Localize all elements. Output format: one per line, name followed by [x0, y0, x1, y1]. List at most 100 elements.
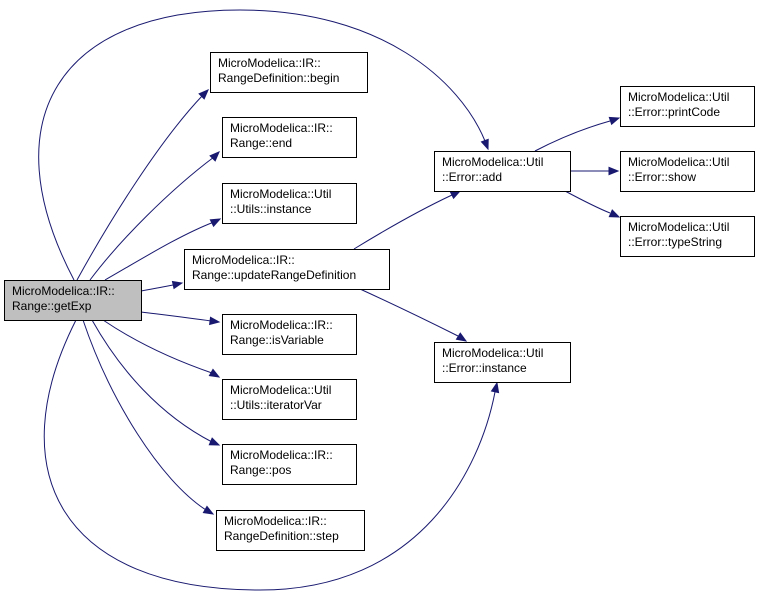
node-layer: MicroModelica::IR::Range::getExpMicroMod…	[4, 52, 755, 551]
edge-line	[76, 94, 204, 281]
edge-line	[43, 319, 496, 591]
node-box	[184, 249, 390, 290]
node-box	[222, 444, 357, 485]
node-end[interactable]: MicroModelica::IR::Range::end	[222, 117, 357, 158]
edge-line	[140, 284, 174, 292]
node-label-line: MicroModelica::Util	[230, 383, 331, 397]
arrowhead-icon	[608, 209, 621, 218]
edge-getExp-to-pos	[91, 319, 221, 446]
node-label-line: ::Error::add	[442, 170, 502, 184]
node-label-line: RangeDefinition::step	[224, 529, 339, 543]
node-pos[interactable]: MicroModelica::IR::Range::pos	[222, 444, 357, 485]
node-typeString[interactable]: MicroModelica::Util::Error::typeString	[620, 216, 755, 257]
node-label-line: MicroModelica::Util	[442, 346, 543, 360]
node-label-line: MicroModelica::IR::	[218, 56, 321, 70]
arrowhead-icon	[449, 190, 462, 200]
node-rdStep[interactable]: MicroModelica::IR::RangeDefinition::step	[216, 510, 365, 551]
edge-getExp-to-errorInstance	[43, 319, 500, 591]
arrowhead-icon	[208, 368, 221, 378]
node-box	[434, 151, 571, 192]
edge-line	[102, 319, 213, 374]
node-label-line: Range::pos	[230, 463, 291, 477]
node-errorInstance[interactable]: MicroModelica::Util::Error::instance	[434, 342, 571, 383]
edge-getExp-to-errorAdd	[38, 9, 489, 281]
node-label-line: ::Utils::instance	[230, 202, 312, 216]
arrowhead-icon	[209, 316, 221, 326]
node-label-line: ::Error::typeString	[628, 235, 722, 249]
node-label-line: ::Error::show	[628, 170, 696, 184]
edge-updateRangeDef-to-errorAdd	[353, 190, 462, 250]
edge-getExp-to-rdStep	[82, 319, 215, 515]
node-box	[620, 216, 755, 257]
node-box	[222, 379, 357, 420]
edge-getExp-to-end	[89, 151, 220, 281]
node-rdBegin[interactable]: MicroModelica::IR::RangeDefinition::begi…	[210, 52, 368, 93]
edge-line	[38, 9, 486, 281]
edge-line	[82, 319, 207, 511]
node-label-line: MicroModelica::Util	[628, 155, 729, 169]
node-box	[222, 183, 357, 224]
node-errorAdd[interactable]: MicroModelica::Util::Error::add	[434, 151, 571, 192]
edge-getExp-to-isVariable	[140, 311, 221, 326]
edge-line	[534, 120, 611, 152]
node-label-line: MicroModelica::IR::	[230, 121, 333, 135]
node-label-line: MicroModelica::IR::	[230, 318, 333, 332]
node-label-line: ::Error::instance	[442, 361, 527, 375]
node-iteratorVar[interactable]: MicroModelica::Util::Utils::iteratorVar	[222, 379, 357, 420]
node-label-line: MicroModelica::IR::	[230, 448, 333, 462]
arrowhead-icon	[490, 381, 500, 394]
node-label-line: MicroModelica::IR::	[12, 284, 115, 298]
edge-errorAdd-to-show	[569, 166, 620, 176]
node-utilsInstance[interactable]: MicroModelica::Util::Utils::instance	[222, 183, 357, 224]
node-label-line: MicroModelica::Util	[442, 155, 543, 169]
node-label-line: Range::end	[230, 136, 292, 150]
edge-line	[91, 319, 213, 443]
edge-getExp-to-updateRangeDef	[140, 280, 184, 292]
edge-line	[104, 221, 215, 281]
node-box	[620, 151, 755, 192]
node-label-line: MicroModelica::Util	[628, 220, 729, 234]
node-label-line: Range::getExp	[12, 299, 92, 313]
arrowhead-icon	[208, 437, 221, 446]
edge-line	[140, 311, 212, 322]
edge-errorAdd-to-typeString	[564, 190, 621, 218]
edge-layer	[38, 9, 621, 591]
arrowhead-icon	[171, 280, 184, 290]
node-label-line: ::Error::printCode	[628, 105, 720, 119]
edge-getExp-to-rdBegin	[76, 89, 209, 281]
node-box	[210, 52, 368, 93]
arrowhead-icon	[608, 116, 621, 126]
node-label-line: MicroModelica::Util	[628, 90, 729, 104]
edge-line	[359, 288, 459, 337]
node-box	[222, 117, 357, 158]
node-isVariable[interactable]: MicroModelica::IR::Range::isVariable	[222, 314, 357, 355]
node-label-line: MicroModelica::IR::	[224, 514, 327, 528]
node-label-line: Range::isVariable	[230, 333, 324, 347]
edge-errorAdd-to-printCode	[534, 116, 621, 152]
edge-line	[564, 190, 611, 214]
arrowhead-icon	[608, 166, 620, 176]
arrowhead-icon	[480, 138, 489, 151]
node-label-line: RangeDefinition::begin	[218, 71, 339, 85]
node-getExp[interactable]: MicroModelica::IR::Range::getExp	[4, 280, 142, 321]
node-printCode[interactable]: MicroModelica::Util::Error::printCode	[620, 86, 755, 127]
edge-getExp-to-utilsInstance	[104, 218, 222, 281]
node-box	[222, 314, 357, 355]
edge-line	[89, 156, 215, 281]
arrowhead-icon	[198, 89, 209, 100]
edge-getExp-to-iteratorVar	[102, 319, 221, 378]
arrowhead-icon	[209, 218, 222, 228]
node-label-line: MicroModelica::Util	[230, 187, 331, 201]
edge-updateRangeDef-to-errorInstance	[359, 288, 468, 342]
edge-line	[353, 194, 453, 250]
node-box	[216, 510, 365, 551]
node-label-line: MicroModelica::IR::	[192, 253, 295, 267]
node-label-line: ::Utils::iteratorVar	[230, 398, 322, 412]
node-show[interactable]: MicroModelica::Util::Error::show	[620, 151, 755, 192]
node-updateRangeDef[interactable]: MicroModelica::IR::Range::updateRangeDef…	[184, 249, 390, 290]
node-box	[434, 342, 571, 383]
arrowhead-icon	[209, 151, 220, 162]
arrowhead-icon	[455, 332, 468, 342]
node-box	[620, 86, 755, 127]
